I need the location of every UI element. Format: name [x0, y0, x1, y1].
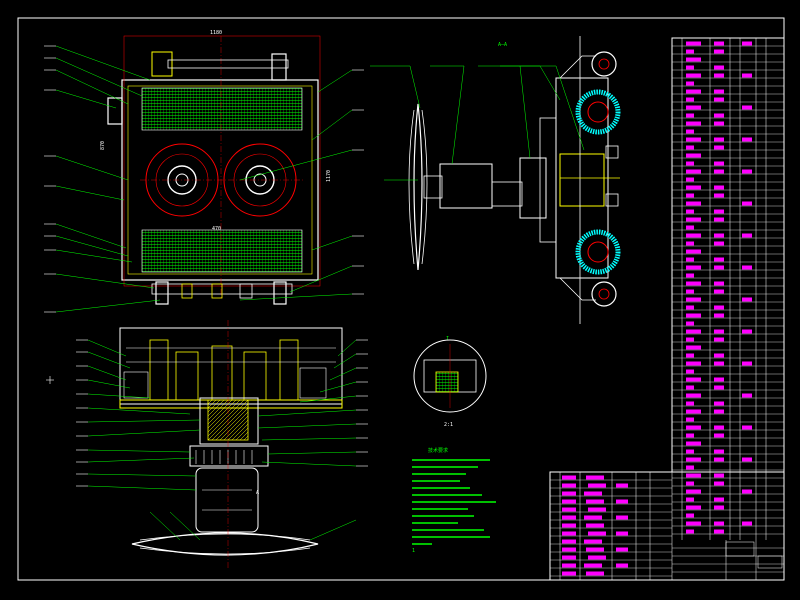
top-wheel-right: [271, 53, 287, 81]
detail-view-i: I 2:1: [413, 336, 487, 428]
plan-leader-lines: [55, 45, 353, 313]
section-leader-lines: [370, 65, 585, 181]
dim-frame-height: 1170: [326, 170, 332, 182]
section-view-a-a: A—A: [370, 36, 621, 324]
title-block: [549, 471, 785, 581]
plan-grille-bottom: [141, 229, 303, 273]
elevation-top-frame: [119, 327, 343, 405]
top-wheel-left: [151, 51, 173, 77]
section-wheel-bottom: [591, 281, 617, 307]
cyan-brush-bottom: [575, 229, 621, 275]
bottom-motor: [195, 467, 259, 533]
parts-list-entries: [686, 41, 752, 534]
crosshair-marker: [46, 376, 54, 384]
title-block-entries: [562, 475, 628, 576]
parts-list-table: [671, 37, 785, 540]
section-a-a-label: A—A: [498, 42, 507, 48]
detail-i-marker: I: [446, 336, 449, 342]
dim-side-height: 870: [100, 141, 106, 150]
side-wheel-left: [107, 97, 123, 125]
detail-scale: 2:1: [444, 422, 453, 428]
cyan-brush-top: [575, 89, 621, 135]
side-mark-a: A: [256, 490, 259, 496]
tech-requirements-marker: 1: [412, 548, 415, 554]
tech-requirements-title: 技术要求: [428, 447, 448, 454]
plan-label-bars: [44, 45, 364, 313]
section-wheel-top: [591, 51, 617, 77]
blade-horizontal: [131, 532, 319, 556]
drawing-name-cell: [725, 541, 755, 557]
dim-top-width: 1180: [210, 30, 222, 36]
technical-requirements: 技术要求 1: [412, 447, 496, 554]
blade-vertical: [413, 103, 423, 271]
bottom-shaft-assembly: [151, 281, 293, 305]
detail-circle: [413, 339, 487, 413]
tech-requirements-lines: [412, 459, 496, 545]
elevation-leader-lines: [87, 339, 357, 541]
plan-grille-top: [141, 87, 303, 131]
top-bar: [167, 59, 289, 69]
drawing-border: [17, 17, 785, 581]
motor-body: [439, 163, 493, 209]
gear-housing: [519, 157, 547, 219]
plan-outer-frame: [121, 79, 319, 281]
center-column: [199, 397, 259, 445]
dim-disc-pitch: 470: [212, 226, 221, 232]
drawing-number-cell: [757, 555, 783, 569]
plan-view: 1180 470 1170 870: [44, 30, 364, 313]
elevation-view: A: [76, 320, 368, 570]
